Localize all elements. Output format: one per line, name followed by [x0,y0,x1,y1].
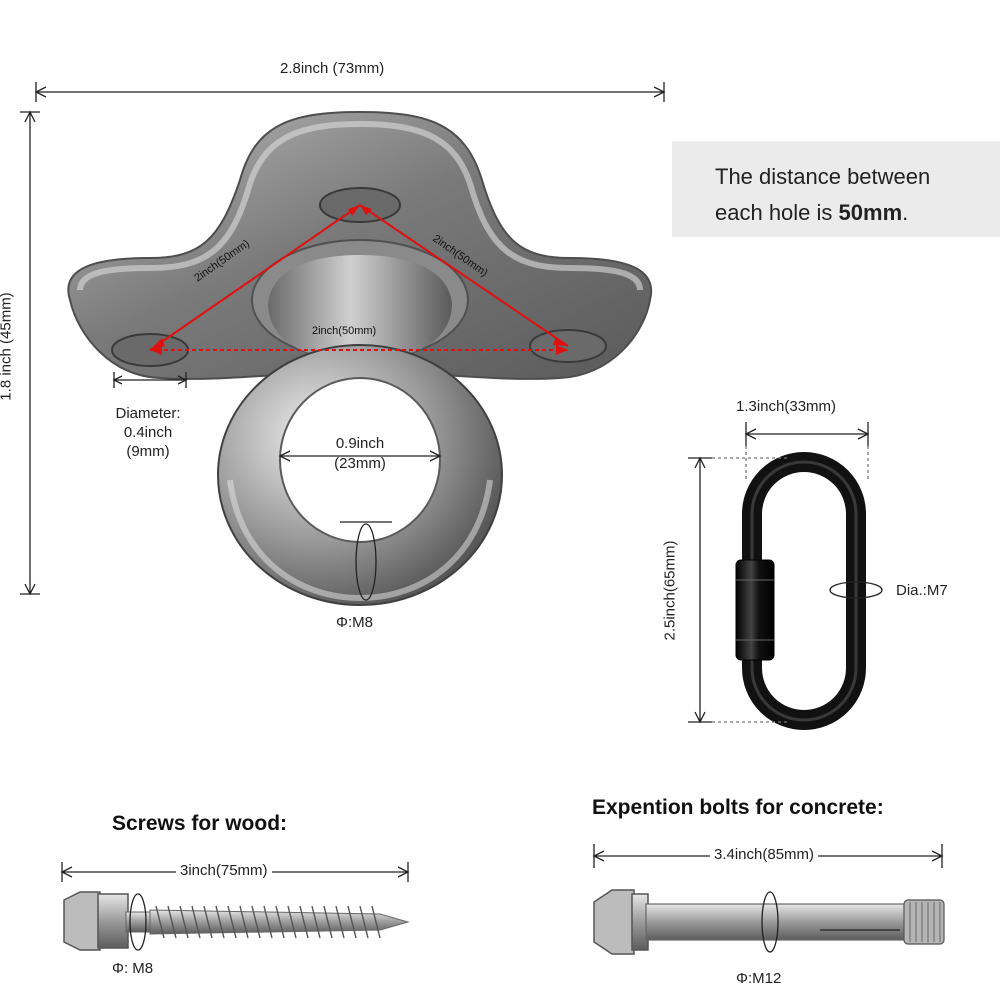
screw-thread [263,905,273,939]
wood-screws-heading: Screws for wood: [112,812,288,835]
screw-thread [359,905,369,939]
hole-diameter-label: Diameter: 0.4inch (9mm) [100,404,196,461]
mount-plate [67,110,653,380]
wood-threads [155,905,381,939]
eye-ring [217,344,503,606]
concrete-length-label: 3.4inch(85mm) [710,846,819,863]
screw-thread [311,905,321,939]
screw-thread [227,905,237,939]
hole-distance-info-text: The distance between each hole is 50mm. [715,159,930,231]
ring-inner-mm: (23mm) [334,455,386,472]
screw-thread [155,905,165,939]
info-line-1: The distance between [715,164,931,189]
overall-width-label: 2.8inch (73mm) [280,60,385,77]
wood-screw [63,891,410,951]
link-diameter-label: Dia.:M7 [896,582,948,599]
hole-diameter-inch: 0.4inch [123,424,173,441]
screw-thread [287,905,297,939]
hole-distance-markers [149,204,569,355]
hole-distance-bottom-label: 2inch(50mm) [312,325,377,337]
screw-thread [251,905,261,939]
ring-thickness-label: Φ:M8 [336,614,373,631]
screw-thread [335,905,345,939]
screw-thread [299,905,309,939]
wood-diameter-label: Φ: M8 [112,960,154,977]
overall-height-label: 1.8 inch (45mm) [0,292,15,401]
screw-thread [215,905,225,939]
info-line-2: each hole is 50mm. [715,195,930,231]
expansion-bolt [593,889,945,955]
screw-thread [239,905,249,939]
info-line-2-bold: 50mm [838,200,903,225]
ring-inner-inch: 0.9inch [335,435,385,452]
concrete-bolts-heading: Expention bolts for concrete: [592,796,884,819]
screw-thread [371,905,381,939]
ring-inner-label: 0.9inch (23mm) [310,434,410,474]
info-line-2-prefix: each hole is [715,200,839,225]
main-dimension-lines [20,82,666,601]
info-line-2-suffix: . [902,200,909,225]
hole-diameter-mm: (9mm) [126,443,170,460]
quick-link [735,452,866,730]
screw-thread [203,905,213,939]
link-dimension-lines [688,422,883,724]
screw-thread [191,905,201,939]
screw-thread [179,905,189,939]
hole-diameter-title: Diameter: [115,405,181,422]
link-height-label: 2.5inch(65mm) [661,540,679,641]
wood-length-label: 3inch(75mm) [176,862,272,879]
screw-thread [323,905,333,939]
hole-distance-info-box: The distance between each hole is 50mm. [672,141,1000,237]
link-width-label: 1.3inch(33mm) [736,398,837,415]
concrete-diameter-label: Φ:M12 [736,970,782,987]
screw-thread [275,905,285,939]
screw-thread [347,905,357,939]
screw-thread [167,905,177,939]
